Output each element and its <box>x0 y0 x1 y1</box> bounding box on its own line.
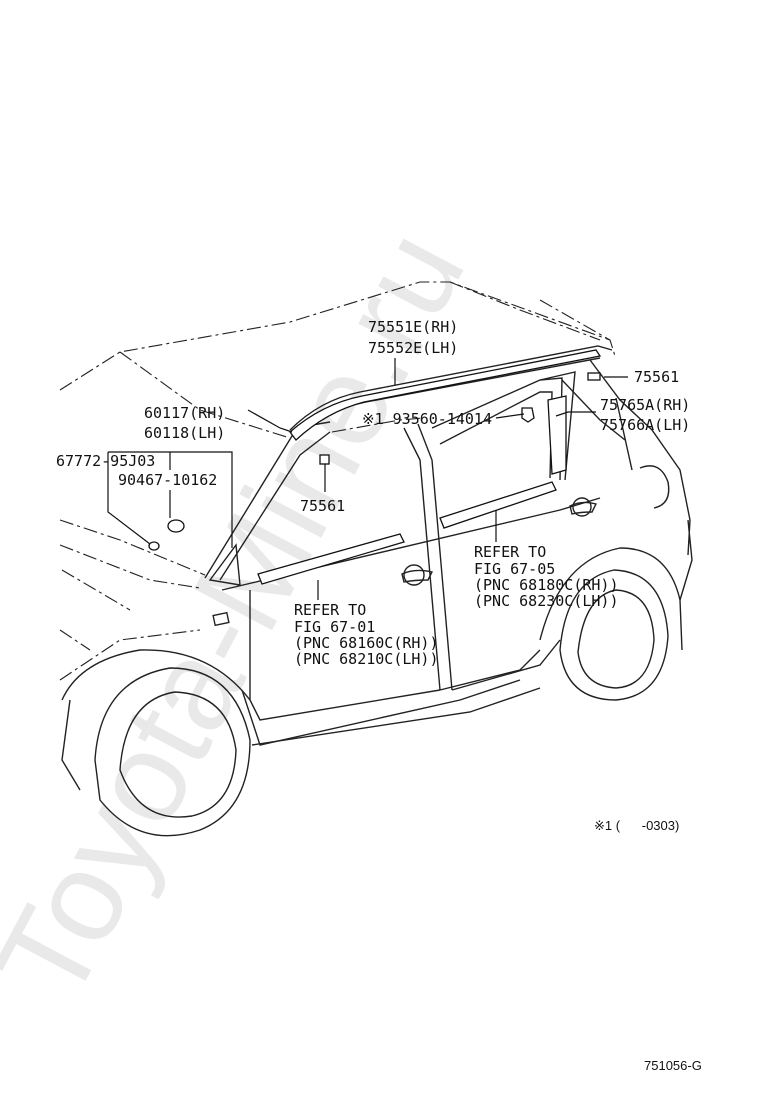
rear-pillar-garnish <box>547 395 567 475</box>
label-93560: ※1 93560-14014 <box>362 410 492 428</box>
refer-rear-line-1: REFER TO <box>474 543 546 561</box>
label-75552e: 75552E(LH) <box>368 339 458 357</box>
front-door-belt-moulding <box>257 533 405 585</box>
refer-front-line-4: (PNC 68210C(LH)) <box>294 650 439 668</box>
clip-67772 <box>148 541 160 551</box>
clip-75561-top <box>587 372 601 381</box>
label-75561-top: 75561 <box>634 368 679 386</box>
label-67772: 67772-95J03 <box>56 452 155 470</box>
label-75551e: 75551E(RH) <box>368 318 458 336</box>
label-75765a: 75765A(RH) <box>600 396 690 414</box>
label-60118: 60118(LH) <box>144 424 225 442</box>
clip-75561-mid <box>319 454 330 465</box>
refer-rear-line-4: (PNC 68230C(LH)) <box>474 592 619 610</box>
label-75766a: 75766A(LH) <box>600 416 690 434</box>
roof-drip-moulding <box>289 349 602 441</box>
clip-90467 <box>167 519 185 533</box>
leader-lines <box>107 358 628 600</box>
refer-front-line-2: FIG 67-01 <box>294 618 375 636</box>
footnote: ※1 ( -0303) <box>594 818 679 833</box>
label-75561-mid: 75561 <box>300 497 345 515</box>
label-90467: 90467-10162 <box>118 471 217 489</box>
figure-id: 751056-G <box>644 1058 702 1073</box>
label-60117: 60117(RH) <box>144 404 225 422</box>
refer-rear-line-2: FIG 67-05 <box>474 560 555 578</box>
refer-front-line-3: (PNC 68160C(RH)) <box>294 634 439 652</box>
refer-front-line-1: REFER TO <box>294 601 366 619</box>
refer-rear-line-3: (PNC 68180C(RH)) <box>474 576 619 594</box>
rear-door-belt-moulding <box>439 481 557 529</box>
screw-93560 <box>521 407 535 423</box>
